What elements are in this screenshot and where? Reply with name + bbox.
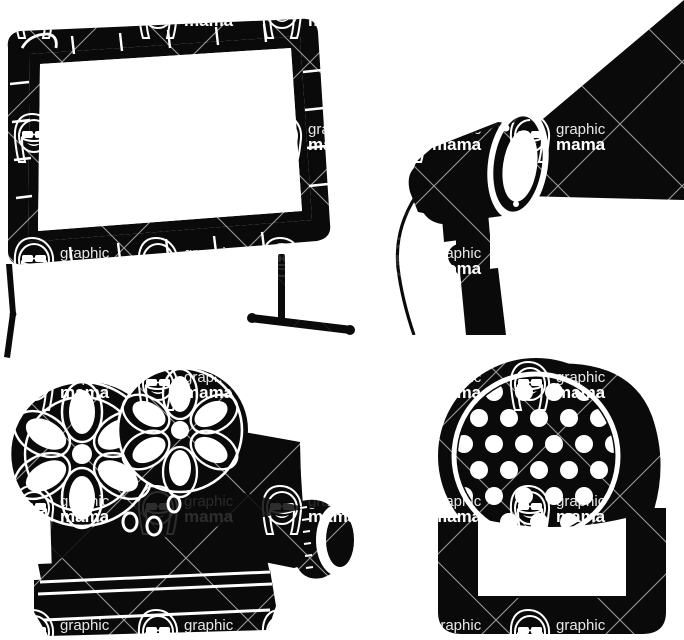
screen-surface <box>38 48 302 231</box>
yoke-mount <box>442 212 506 335</box>
power-cable <box>395 195 418 335</box>
screen-legs <box>4 254 355 358</box>
projection-screen <box>0 14 360 360</box>
stage-spotlight <box>370 0 684 335</box>
vintage-movie-camera <box>8 368 366 640</box>
led-par-light <box>430 358 684 640</box>
